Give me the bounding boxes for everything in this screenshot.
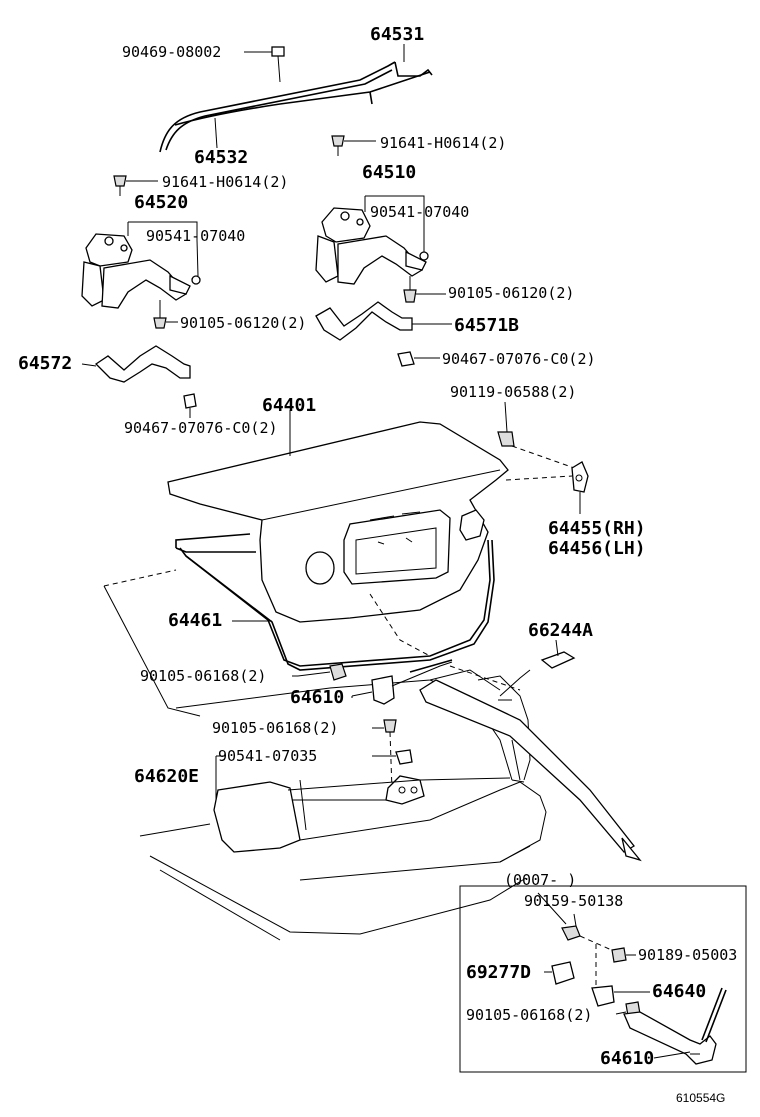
label-90105-06120-left: 90105-06120(2) <box>180 314 306 332</box>
label-90189: 90189-05003 <box>638 946 737 964</box>
label-90105-06168-upper: 90105-06168(2) <box>140 667 266 685</box>
label-64610-main: 64610 <box>290 687 344 708</box>
hinge-right <box>315 195 429 303</box>
bolt-91641-right <box>331 135 376 156</box>
latch-64610 <box>297 659 453 705</box>
label-90541-07035: 90541-07035 <box>218 747 317 765</box>
label-64571B: 64571B <box>454 315 519 336</box>
label-64640: 64640 <box>652 981 706 1002</box>
leader-lines <box>244 51 691 1059</box>
bolt-91641-left <box>113 175 158 196</box>
release-rod <box>419 669 642 862</box>
label-90467-right: 90467-07076-C0(2) <box>442 350 596 368</box>
body-opening <box>103 569 531 783</box>
label-90105-06168-inset: 90105-06168(2) <box>466 1006 592 1024</box>
figure-number: 610554G <box>676 1091 725 1105</box>
label-64620E: 64620E <box>134 766 199 787</box>
clip-90467-right <box>397 351 440 367</box>
label-64532: 64532 <box>194 147 248 168</box>
torsion-bar-64572 <box>81 345 191 383</box>
label-64461: 64461 <box>168 610 222 631</box>
label-90469-08002: 90469-08002 <box>122 43 221 61</box>
label-90105-06120-right: 90105-06120(2) <box>448 284 574 302</box>
bumper-64455 <box>571 461 589 514</box>
rear-bumper <box>139 777 547 941</box>
label-66244A: 66244A <box>528 620 593 641</box>
label-90467-left: 90467-07076-C0(2) <box>124 419 278 437</box>
label-91641-right: 91641-H0614(2) <box>380 134 506 152</box>
label-90541-left: 90541-07040 <box>146 227 245 245</box>
label-64510: 64510 <box>362 162 416 183</box>
plate-66244A <box>540 639 576 669</box>
label-64610-inset: 64610 <box>600 1048 654 1069</box>
hinge-left <box>81 221 201 329</box>
release-cable <box>159 44 433 153</box>
label-64455: 64455(RH) <box>548 518 646 539</box>
label-64456: 64456(LH) <box>548 538 646 559</box>
label-64572: 64572 <box>18 353 72 374</box>
label-inset-range: (0007- ) <box>504 871 576 889</box>
label-69277D: 69277D <box>466 962 531 983</box>
trunk-lid <box>167 410 509 623</box>
part-labels: 90469-08002 64531 64532 91641-H0614(2) 9… <box>18 24 737 1105</box>
label-64401: 64401 <box>262 395 316 416</box>
label-90105-06168-lower: 90105-06168(2) <box>212 719 338 737</box>
inset-box <box>459 885 747 1073</box>
label-90541-right: 90541-07040 <box>370 203 469 221</box>
label-90119: 90119-06588(2) <box>450 383 576 401</box>
label-64520: 64520 <box>134 192 188 213</box>
label-64531: 64531 <box>370 24 424 45</box>
label-91641-left: 91641-H0614(2) <box>162 173 288 191</box>
bolt-90119 <box>497 401 581 481</box>
clip-90467-left <box>183 393 197 418</box>
torsion-bar-64571B <box>315 301 452 341</box>
weatherstrip <box>175 533 495 671</box>
